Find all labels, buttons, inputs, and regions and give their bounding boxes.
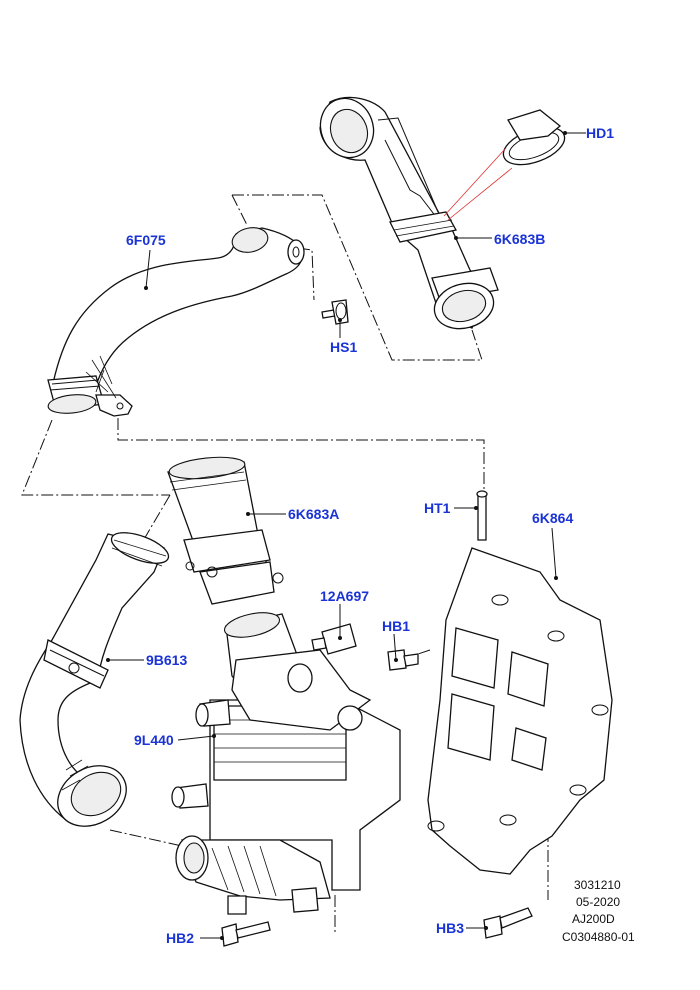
callout-hs1: HS1 [330, 339, 357, 355]
hose-9b613 [19, 532, 170, 827]
callout-6k683a: 6K683A [288, 506, 339, 522]
intercooler-9l440 [171, 612, 401, 915]
callout-9b613: 9B613 [146, 652, 187, 668]
callout-12a697: 12A697 [320, 588, 369, 604]
callout-hd1: HD1 [586, 125, 614, 141]
bolt-hb2 [221, 921, 271, 947]
callout-6k864: 6K864 [532, 510, 573, 526]
callout-6k683b: 6K683B [494, 231, 545, 247]
footer-date: 05-2020 [576, 895, 620, 909]
hose-6k683b [319, 96, 499, 330]
bracket-6k864 [427, 490, 613, 875]
footer-engine-code: AJ200D [572, 912, 615, 926]
callout-ht1: HT1 [424, 500, 451, 516]
callout-hb3: HB3 [436, 920, 464, 936]
callout-hb1: HB1 [382, 618, 410, 634]
pipe-6f075 [47, 227, 305, 417]
callout-hb2: HB2 [166, 930, 194, 946]
bolt-hb3 [483, 907, 533, 939]
clamp-hd1 [443, 109, 566, 221]
sensor-12a697 [311, 623, 357, 655]
bolt-hb1 [387, 649, 419, 671]
footer-ref-number: 3031210 [574, 878, 621, 892]
callout-6f075: 6F075 [126, 232, 166, 248]
leaders [106, 131, 586, 940]
hose-6k683a [167, 456, 284, 605]
footer-part-code: C0304880-01 [562, 930, 635, 944]
bolt-hs1 [321, 299, 349, 325]
callout-9l440: 9L440 [134, 732, 174, 748]
